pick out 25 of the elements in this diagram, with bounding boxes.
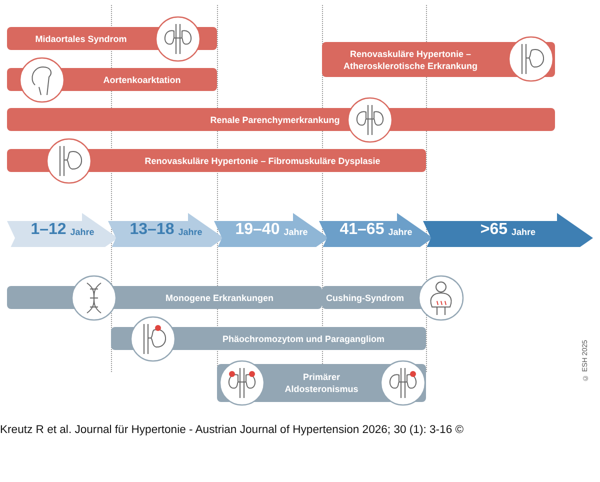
age-unit: Jahre (284, 227, 308, 237)
condition-label: Renovaskuläre Hypertonie – Fibromuskuläre Dysplasie (144, 154, 380, 166)
condition-label: Renale Parenchymerkrankung (210, 114, 340, 126)
age-range: 13–18 (130, 221, 174, 239)
age-range: 19–40 (235, 221, 280, 239)
condition-label: Renovaskuläre Hypertonie – Atherosklerotische Erkrankung (342, 48, 479, 72)
condition-label: Primärer Aldosteronismus (284, 371, 360, 395)
condition-label: Phäochromozytom und Paragangliom (222, 332, 385, 344)
age-segment (319, 213, 433, 247)
age-unit: Jahre (178, 227, 202, 237)
condition-label: Monogene Erkrankungen (165, 292, 274, 304)
age-unit: Jahre (70, 227, 94, 237)
age-range: >65 (480, 221, 508, 239)
age-range: 41–65 (340, 221, 384, 239)
caption: Kreutz R et al. Journal für Hypertonie - Austrian Journal of Hypertension 2026; 30 (1): 3-16 © (0, 424, 464, 436)
age-unit: Jahre (388, 227, 412, 237)
age-range: 1–12 (30, 221, 66, 239)
condition-label: Midaortales Syndrom (35, 32, 127, 44)
age-segment (214, 213, 329, 247)
age-unit: Jahre (512, 227, 536, 237)
age-segment (423, 213, 593, 247)
condition-label: Aortenkoarktation (103, 74, 181, 86)
condition-label: Cushing-Syndrom (326, 292, 404, 304)
age-segment (7, 213, 118, 247)
age-segment (108, 213, 224, 247)
